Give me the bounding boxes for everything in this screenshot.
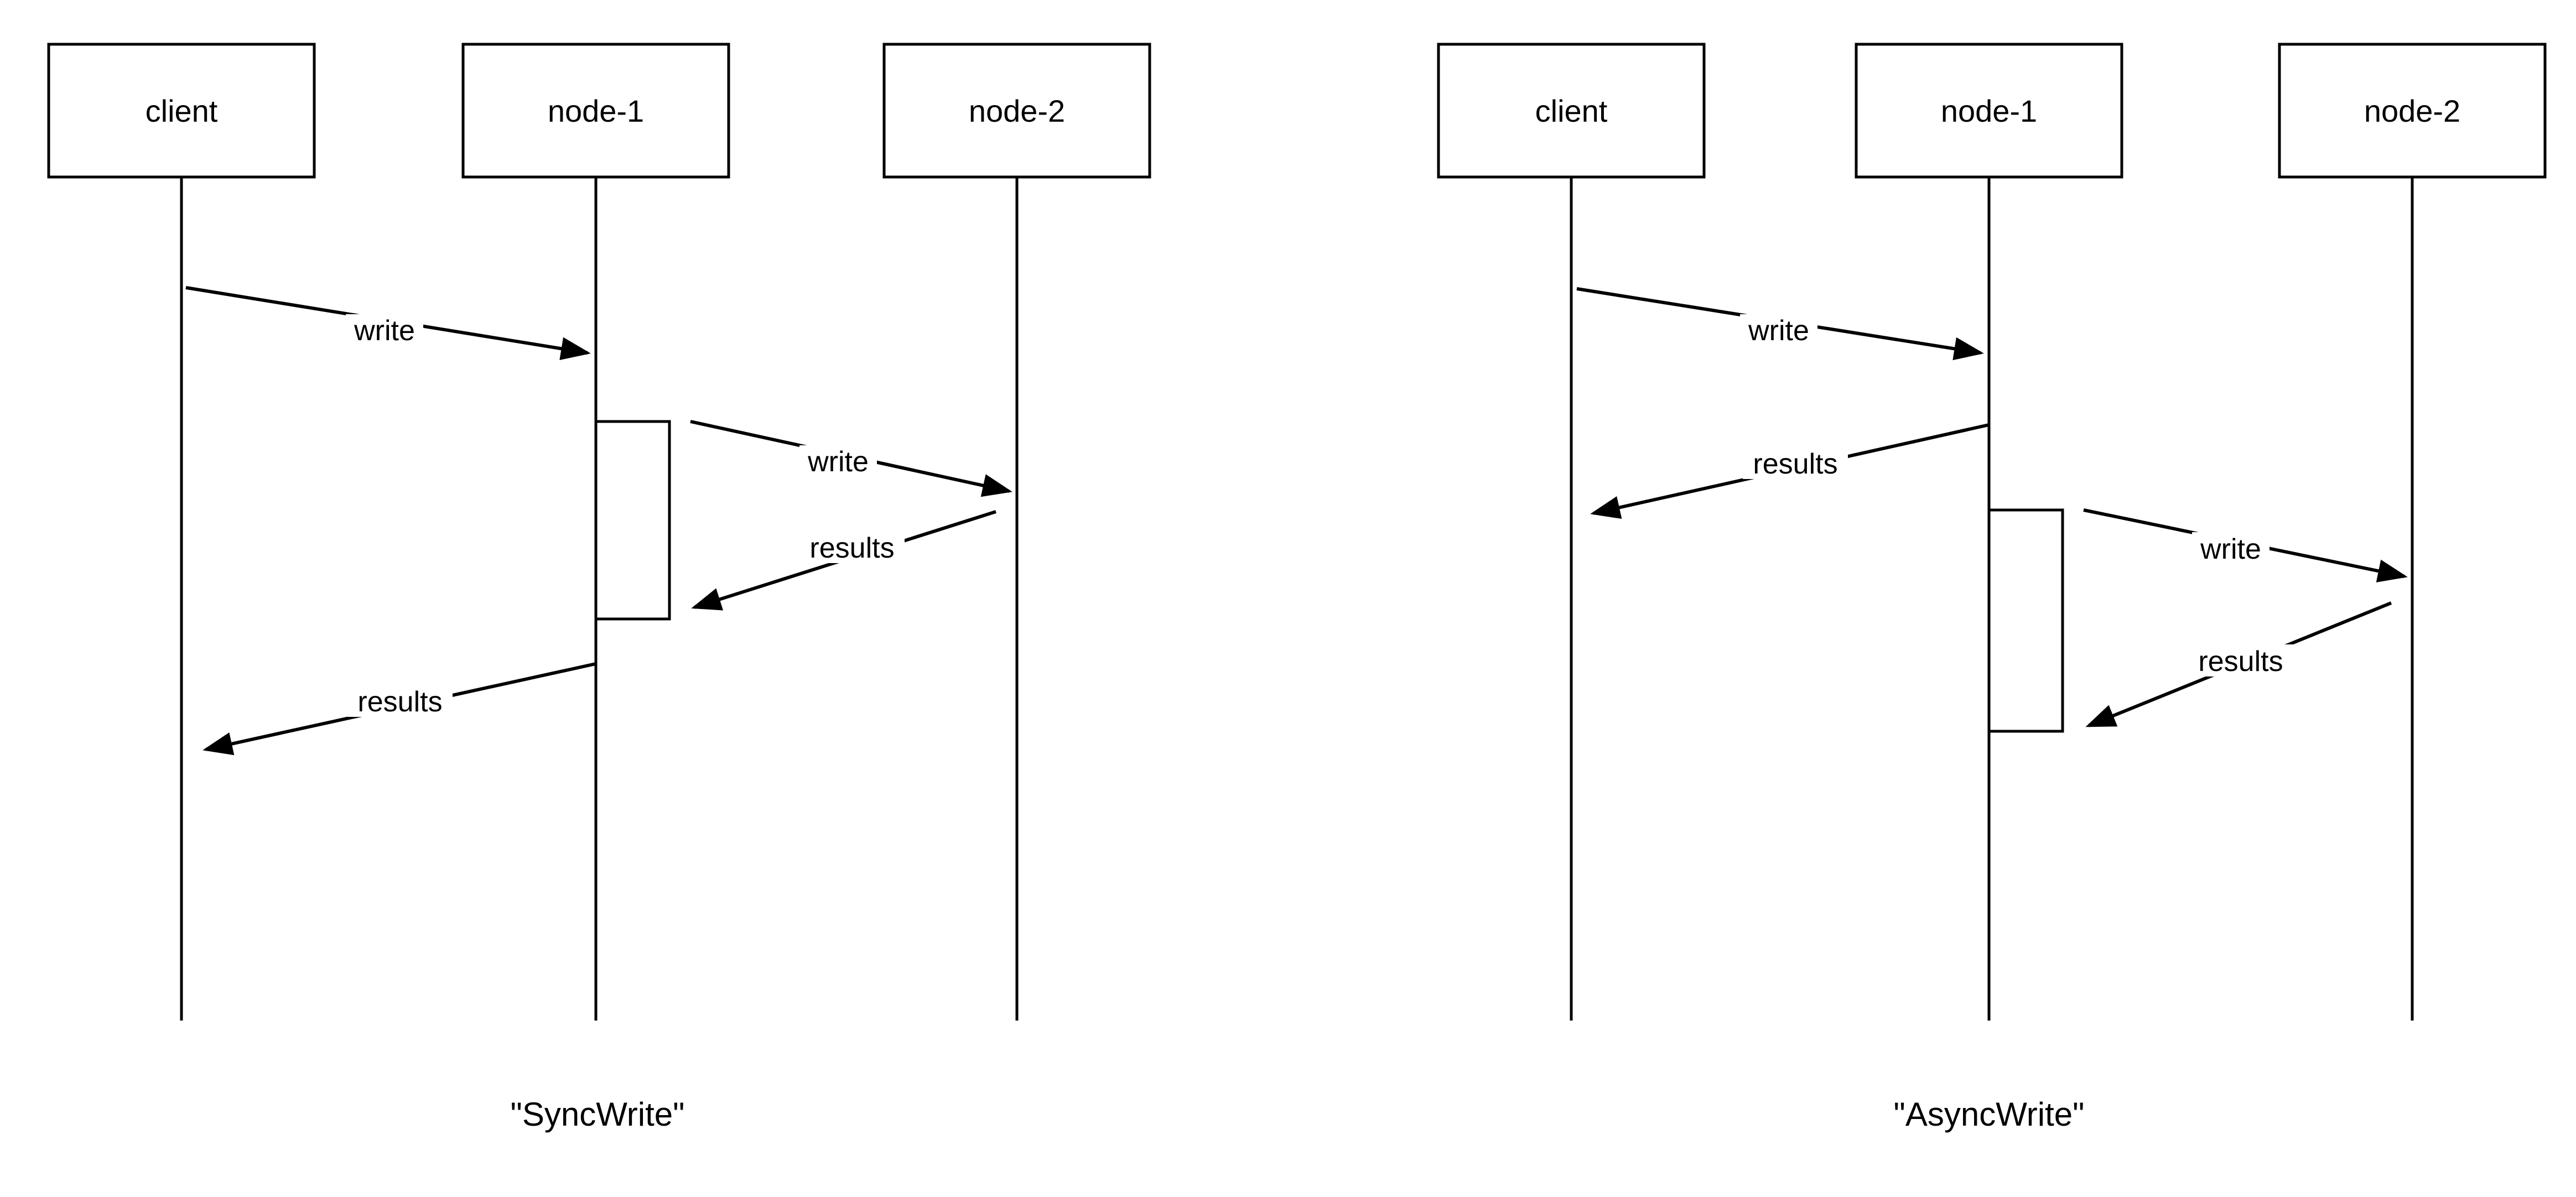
actor-label-client: client [146, 93, 218, 128]
activation-bar-node1 [594, 420, 671, 621]
actor-label-node1: node-1 [1941, 93, 2037, 128]
actor-label-node2: node-2 [969, 93, 1065, 128]
diagram-caption-asyncwrite: "AsyncWrite" [1894, 1096, 2085, 1133]
actor-label-client: client [1535, 93, 1608, 128]
message-label: write [1748, 315, 1809, 347]
message-label: write [354, 315, 415, 347]
actor-box-node2 [882, 43, 1151, 179]
diagram-asyncwrite: client node-1 node-2 write results [1437, 43, 2547, 1133]
actor-box-client [1437, 43, 1706, 179]
message-label-bg [2188, 644, 2293, 676]
diagram-syncwrite: client node-1 node-2 write write re [47, 43, 1151, 1133]
message-label-bg [347, 685, 453, 717]
actor-node1: node-1 [461, 43, 730, 179]
message-write-node1-to-node2: write [2083, 508, 2408, 582]
message-label: write [807, 446, 869, 478]
message-label-bg [2192, 532, 2269, 564]
message-label-bg [799, 531, 905, 563]
message-label: results [2198, 646, 2283, 678]
message-results-node2-to-node1: results [2085, 601, 2392, 727]
actor-label-node1: node-1 [548, 93, 644, 128]
actor-node2: node-2 [882, 43, 1151, 179]
message-results-node1-to-client: results [1590, 423, 1990, 519]
message-label-bg [1743, 447, 1848, 479]
actor-box-node1 [1855, 43, 2123, 179]
actor-box-node1 [461, 43, 730, 179]
message-label: write [2200, 533, 2261, 565]
actor-client: client [1437, 43, 1706, 179]
actor-box-node2 [2278, 43, 2547, 179]
actor-node1: node-1 [1855, 43, 2123, 179]
activation-bar-node1 [1987, 508, 2064, 733]
message-label: results [357, 686, 442, 718]
message-write-client-to-node1: write [185, 286, 591, 361]
actor-label-node2: node-2 [2364, 93, 2460, 128]
message-label: results [809, 532, 894, 564]
message-results-node2-to-node1: results [691, 510, 996, 611]
message-label-bg [346, 314, 423, 346]
message-results-node1-to-client: results [202, 662, 596, 756]
actor-node2: node-2 [2278, 43, 2547, 179]
diagram-caption-syncwrite: "SyncWrite" [511, 1096, 685, 1133]
message-write-client-to-node1: write [1576, 287, 1984, 361]
message-label-bg [1740, 314, 1817, 346]
message-label: results [1753, 448, 1837, 480]
message-label-bg [799, 445, 877, 477]
actor-box-client [47, 43, 316, 179]
actor-client: client [47, 43, 316, 179]
message-write-node1-to-node2: write [690, 420, 1012, 497]
